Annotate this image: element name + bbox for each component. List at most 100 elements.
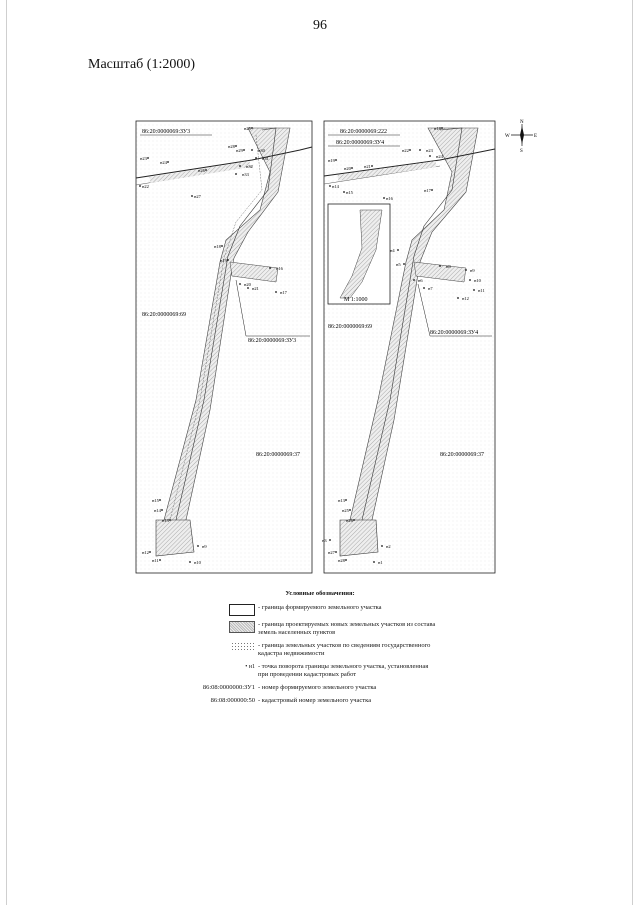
legend-item: - граница земельных участков по сведения… — [200, 642, 440, 658]
boundary-point-marker — [251, 127, 253, 129]
svg-text:N: N — [520, 120, 524, 125]
boundary-point-marker — [239, 283, 241, 285]
legend-title: Условные обозначения: — [285, 590, 355, 597]
boundary-point-label: н17 — [424, 188, 432, 193]
legend-dots-icon — [231, 642, 255, 652]
scan-edge-left — [6, 0, 7, 905]
boundary-point-marker — [251, 149, 253, 151]
boundary-point-label: н23 — [140, 156, 148, 161]
boundary-point-label: н19 — [220, 258, 228, 263]
left-parcel-mid-label: 86:20:0000069:69 — [142, 312, 186, 318]
boundary-point-label: н7 — [428, 286, 433, 291]
legend-item-text: - кадастровый номер земельного участка — [258, 697, 372, 704]
boundary-point-marker — [465, 269, 467, 271]
inset-scale-label: М 1:1000 — [344, 297, 368, 303]
boundary-point-label: н24 — [160, 160, 168, 165]
boundary-point-marker — [335, 551, 337, 553]
boundary-point-marker — [159, 559, 161, 561]
legend-item-text: - граница формируемого земельного участк… — [258, 604, 382, 611]
boundary-point-label: н21 — [364, 164, 371, 169]
right-map-frame — [323, 120, 496, 574]
right-zu-leader — [417, 283, 492, 337]
left-road — [135, 146, 313, 179]
svg-text:S: S — [520, 149, 523, 154]
boundary-point-label: н11 — [152, 558, 159, 563]
boundary-point-label: н15 — [346, 190, 354, 195]
right-road — [323, 148, 496, 177]
boundary-point-label: н18 — [214, 244, 222, 249]
boundary-point-marker — [329, 185, 331, 187]
boundary-point-marker — [413, 279, 415, 281]
boundary-point-label: н13 — [338, 498, 346, 503]
boundary-point-label: н16 — [276, 266, 284, 271]
legend-item-text: - граница проектируемых новых земельных … — [258, 621, 436, 636]
boundary-point-label: н10 — [194, 560, 202, 565]
boundary-point-label: н2 — [386, 544, 391, 549]
boundary-point-marker — [243, 149, 245, 151]
boundary-point-marker — [189, 561, 191, 563]
legend-item: 86:08:0000000:ЗУ1- номер формируемого зе… — [200, 684, 440, 692]
boundary-point-marker — [473, 289, 475, 291]
right-parcel-right-label: 86:20:0000069:37 — [440, 452, 484, 458]
boundary-point-label: н25 — [244, 126, 252, 131]
boundary-point-marker — [239, 165, 241, 167]
boundary-point-marker — [381, 545, 383, 547]
boundary-point-marker — [191, 195, 193, 197]
boundary-point-marker — [139, 185, 141, 187]
left-branch — [229, 261, 279, 283]
boundary-point-marker — [343, 191, 345, 193]
boundary-point-marker — [205, 169, 207, 171]
north-arrow-icon: N S W E — [505, 120, 537, 154]
boundary-point-label: н10 — [474, 278, 482, 283]
boundary-point-label: н19 — [328, 158, 336, 163]
boundary-point-label: н22 — [402, 148, 409, 153]
boundary-point-label: н3 — [322, 538, 327, 543]
boundary-point-marker — [345, 559, 347, 561]
boundary-point-label: н16 — [386, 196, 394, 201]
legend-code-sample: 86:08:0000000:ЗУ1 — [202, 684, 255, 691]
boundary-point-label: н23 — [426, 148, 434, 153]
boundary-point-label: н27 — [328, 550, 336, 555]
right-inner-boundary — [359, 127, 463, 549]
boundary-point-label: н20 — [344, 166, 352, 171]
boundary-point-label: н21 — [252, 286, 259, 291]
boundary-point-marker — [269, 267, 271, 269]
left-parcel-zu-label: 86:20:0000069:ЗУ3 — [248, 338, 296, 344]
boundary-point-label: н29 — [236, 148, 244, 153]
boundary-point-marker — [275, 291, 277, 293]
boundary-point-marker — [329, 539, 331, 541]
boundary-point-marker — [371, 165, 373, 167]
boundary-point-marker — [169, 519, 171, 521]
legend-hatch-icon — [229, 621, 255, 633]
legend-item: 86:08:000000:50- кадастровый номер земел… — [200, 697, 440, 705]
left-map-frame — [135, 120, 313, 574]
boundary-point-marker — [419, 149, 421, 151]
legend-item: • н1- точка поворота границы земельного … — [200, 663, 440, 679]
boundary-point-marker — [149, 551, 151, 553]
boundary-point-marker — [397, 249, 399, 251]
boundary-point-label: н18 — [434, 126, 442, 131]
right-parcel-zu-label: 86:20:0000069:ЗУ4 — [430, 330, 478, 336]
boundary-point-marker — [345, 499, 347, 501]
left-bottom-area — [155, 519, 195, 557]
legend-item-text: - точка поворота границы земельного учас… — [258, 663, 429, 678]
svg-text:W: W — [505, 134, 510, 139]
boundary-point-marker — [431, 189, 433, 191]
boundary-point-marker — [403, 263, 405, 265]
boundary-point-label: н20 — [244, 282, 252, 287]
boundary-point-marker — [423, 287, 425, 289]
boundary-point-label: н24 — [436, 154, 444, 159]
boundary-point-marker — [409, 149, 411, 151]
left-inner-boundary — [173, 127, 277, 549]
boundary-point-label: н11 — [478, 288, 485, 293]
boundary-point-label: н17 — [280, 290, 288, 295]
left-parcel-right-label: 86:20:0000069:37 — [256, 452, 300, 458]
boundary-point-label: н12 — [462, 296, 469, 301]
left-inner-boundary-2 — [169, 134, 263, 521]
boundary-point-marker — [221, 245, 223, 247]
boundary-point-label: н9 — [470, 268, 475, 273]
inset-corridor — [339, 209, 383, 299]
boundary-point-marker — [235, 173, 237, 175]
boundary-point-label: н9 — [202, 544, 207, 549]
